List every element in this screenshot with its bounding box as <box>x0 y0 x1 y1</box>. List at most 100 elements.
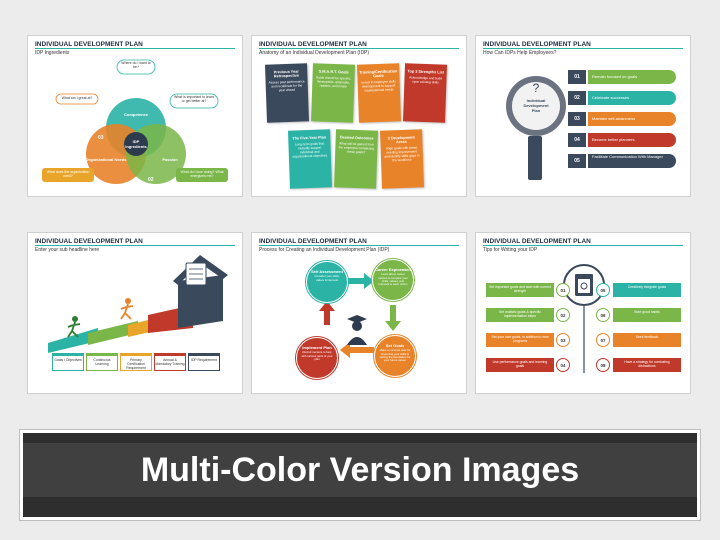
venn-diagram: IDP Ingredients Competence Organizationa… <box>42 59 228 184</box>
title-underline <box>259 47 459 49</box>
runner-orange-head <box>125 298 131 304</box>
banner: Multi-Color Version Images <box>20 430 700 520</box>
help-item-text: Become better planners <box>588 133 676 147</box>
title-underline <box>35 244 235 246</box>
anatomy-card-head: Training/Certification Goals <box>359 69 398 79</box>
stair-label-text: IDP Requirement <box>191 358 217 362</box>
callout-great-text: What am I great at? <box>61 96 93 100</box>
help-item-number: 01 <box>568 70 586 84</box>
title-underline <box>35 47 235 49</box>
anatomy-card-body: Assess past performance and recalibrate … <box>268 79 305 93</box>
graduate-body <box>347 337 367 345</box>
tip-text: Creatively integrate goals <box>613 283 681 297</box>
tip-item-left: Use performance goals and learning goals… <box>486 358 572 372</box>
stair-label: Annual & Mandatory Training <box>154 353 186 371</box>
callout-important <box>169 93 219 109</box>
banner-title: Multi-Color Version Images <box>140 451 580 489</box>
help-item-text: Remain focused on goals <box>588 70 676 84</box>
callout-org-need <box>42 168 94 182</box>
slide-process[interactable]: INDIVIDUAL DEVELOPMENT PLAN Process for … <box>251 232 467 394</box>
help-item-text: Maintain self-awareness <box>588 112 676 126</box>
graduate-cap-icon <box>347 315 367 323</box>
stair-label: IDP Requirement <box>188 353 220 371</box>
title-underline <box>483 244 683 246</box>
process-circle-body: Learn about career options & compare you… <box>378 272 408 287</box>
venn-num-02: 02 <box>148 177 154 183</box>
tip-number: 02 <box>556 308 570 322</box>
stair-label: Primary Certification Requirement <box>120 353 152 371</box>
graduate-head <box>352 321 362 331</box>
slide-title: INDIVIDUAL DEVELOPMENT PLAN <box>259 238 367 245</box>
anatomy-card-head: 3 Development Areas <box>387 135 415 145</box>
process-circle-head: Self Assessment <box>311 269 343 274</box>
process-graphic <box>319 273 401 358</box>
help-item-text: Facilitate Communication With Manager <box>588 154 676 168</box>
process-circle-head: Career Exploration <box>375 267 411 272</box>
slide-idp-ingredients[interactable]: INDIVIDUAL DEVELOPMENT PLAN IDP Ingredie… <box>27 35 243 197</box>
anatomy-card-body: Long-term goals that mutually support in… <box>292 141 328 159</box>
tip-item-left: Set important goals and start with curre… <box>486 283 572 297</box>
stair-label-text: Continuous Learning <box>93 358 111 367</box>
clipboard-paper <box>578 279 590 293</box>
callout-org-need-text: What does the organization need? <box>46 170 90 178</box>
process-circle-head: Set Goals <box>385 343 405 348</box>
slide-anatomy[interactable]: INDIVIDUAL DEVELOPMENT PLAN Anatomy of a… <box>251 35 467 197</box>
magnifier-handle <box>528 136 542 180</box>
process-circle-body: Make a concrete plan for improving your … <box>379 348 411 363</box>
stair-step-1 <box>48 328 98 353</box>
venn-num-03: 03 <box>98 135 104 141</box>
venn-label-passion: Passion <box>162 157 178 162</box>
arrow-right <box>340 273 374 289</box>
slide-title: INDIVIDUAL DEVELOPMENT PLAN <box>35 238 143 245</box>
staircase-graphic <box>48 255 228 353</box>
help-item-number: 04 <box>568 133 586 147</box>
tip-text: Set realistic goals & specific implement… <box>486 308 554 322</box>
anatomy-card-body: What will be gained from the employee co… <box>338 141 375 155</box>
question-mark-icon: ? <box>533 81 540 95</box>
venn-label-competence: Competence <box>124 112 149 117</box>
anatomy-card-body: Acknowledge and build upon existing skil… <box>409 75 442 85</box>
stair-label: Continuous Learning <box>86 353 118 371</box>
magnifier-graphic: ? <box>506 76 566 180</box>
tip-number: 06 <box>596 308 610 322</box>
venn-center <box>124 132 148 156</box>
slide-help-employees[interactable]: INDIVIDUAL DEVELOPMENT PLAN How Can IDPs… <box>475 35 691 197</box>
callout-great <box>55 93 99 105</box>
runner-orange-icon <box>120 303 134 320</box>
stair-step-5 <box>178 275 223 328</box>
tip-item-left: Set your own goals, in addition to new p… <box>486 333 572 347</box>
tip-number: 08 <box>596 358 610 372</box>
slide-title: INDIVIDUAL DEVELOPMENT PLAN <box>259 41 367 48</box>
tip-text: Seek feedback <box>613 333 681 347</box>
arrow-down <box>385 305 401 331</box>
tip-text: Set your own goals, in addition to new p… <box>486 333 554 347</box>
slide-subtitle: How Can IDPs Help Employees? <box>483 50 557 56</box>
process-circle-body: Consider your skills, values & interests <box>314 274 340 282</box>
slide-title: INDIVIDUAL DEVELOPMENT PLAN <box>35 41 143 48</box>
slide-tips[interactable]: INDIVIDUAL DEVELOPMENT PLAN Tips for Wri… <box>475 232 691 394</box>
magnifier-center-text: Individual Development Plan <box>523 98 549 113</box>
callout-where <box>116 59 156 75</box>
slide-staircase[interactable]: INDIVIDUAL DEVELOPMENT PLAN Enter your s… <box>27 232 243 394</box>
help-item-number: 02 <box>568 91 586 105</box>
tip-number: 07 <box>596 333 610 347</box>
process-circle-head: Implement Plan <box>302 345 332 350</box>
tip-text: Use performance goals and learning goals <box>486 358 554 372</box>
tip-number: 05 <box>596 283 610 297</box>
gear-icon <box>580 282 588 290</box>
slide-title: INDIVIDUAL DEVELOPMENT PLAN <box>483 238 591 245</box>
callout-love-text: What do I love doing? What energizes me? <box>180 170 224 178</box>
stair-label-text: Annual & Mandatory Training <box>155 358 185 367</box>
